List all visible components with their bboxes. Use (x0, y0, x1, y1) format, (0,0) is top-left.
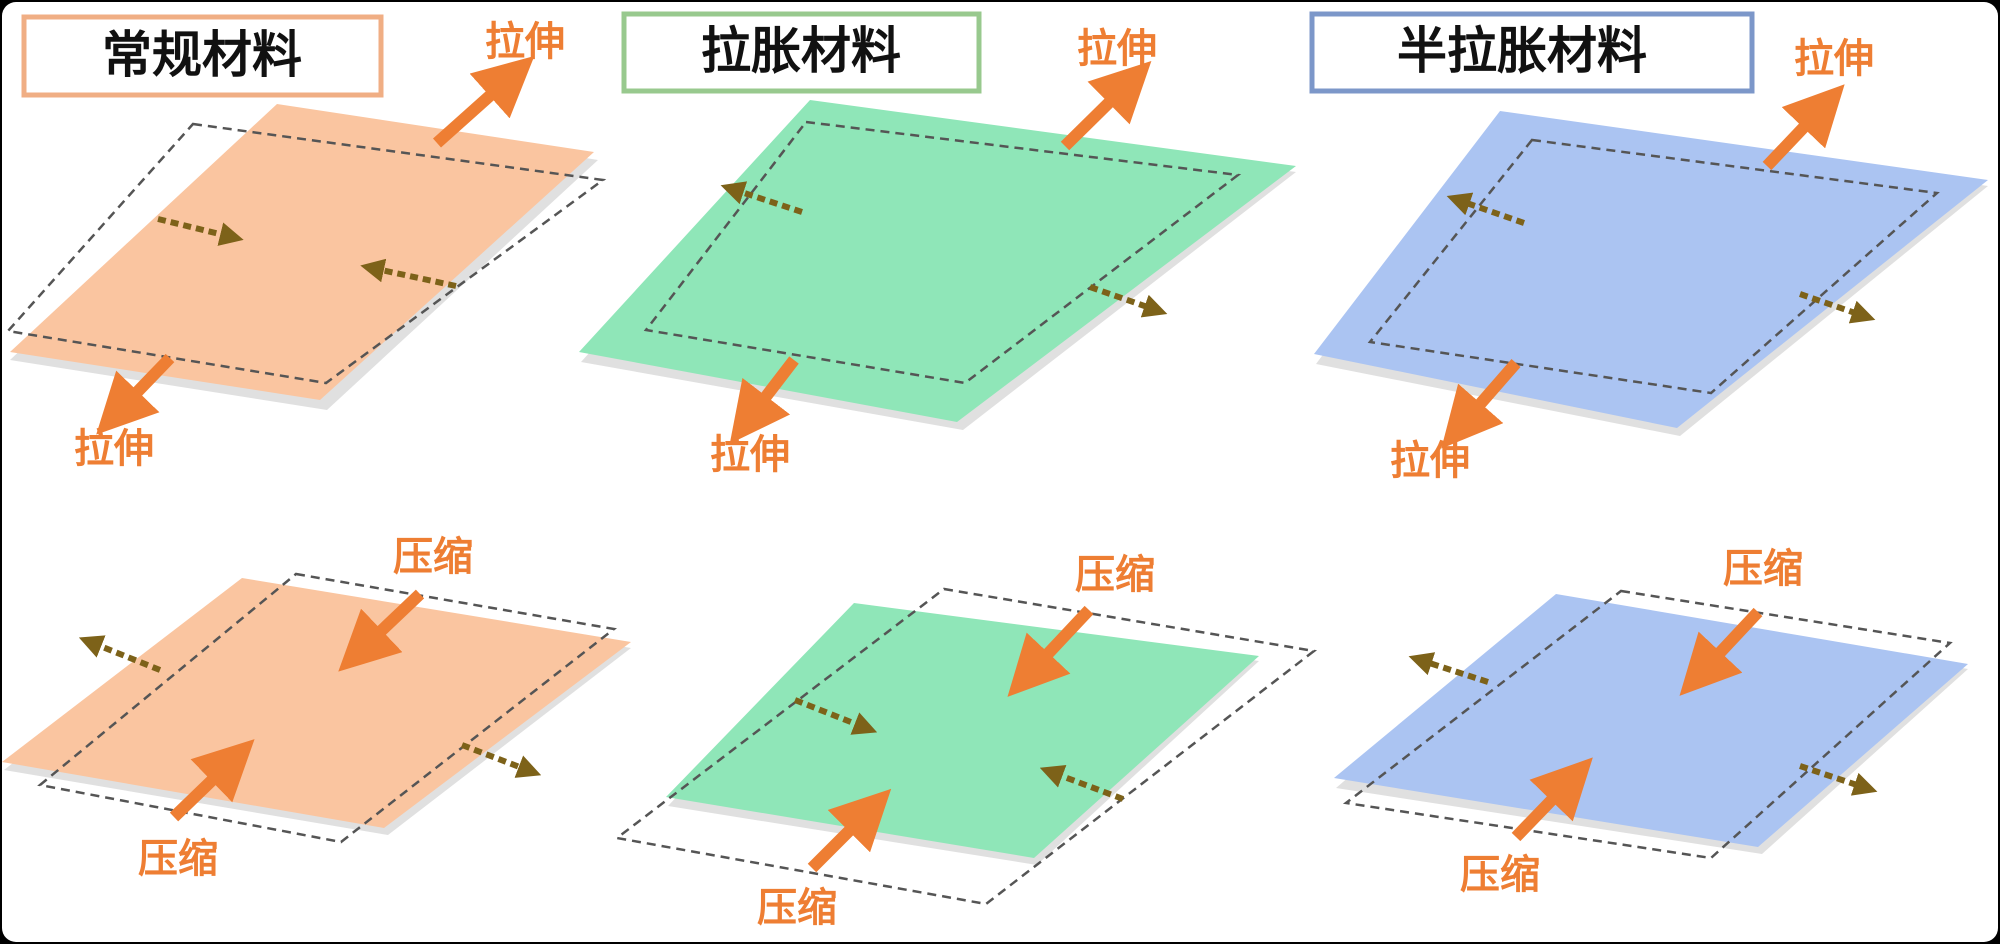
title-box-semi-auxetic: 半拉胀材料 (1309, 11, 1755, 94)
stretch-arrow-up (433, 56, 535, 148)
label-compress-top: 压缩 (1075, 552, 1155, 598)
label-compress-top: 压缩 (1723, 546, 1803, 592)
stretch-arrow-down (96, 353, 175, 435)
auxetic-stretch-group: 拉伸 拉伸 (579, 26, 1296, 478)
conventional-compress-sheet (2, 578, 631, 828)
original-outline (643, 120, 1242, 385)
conventional-stretch-sheet (10, 104, 594, 400)
expansion-arrow-right (1089, 284, 1168, 318)
label-stretch-bottom: 拉伸 (710, 432, 790, 478)
title-box-auxetic-border (621, 11, 982, 94)
compress-arrow-top (1007, 605, 1094, 697)
label-stretch-bottom: 拉伸 (1390, 438, 1470, 484)
compress-arrow-top (1679, 607, 1763, 696)
original-outline (37, 572, 617, 844)
conventional-stretch-group: 拉伸 拉伸 (5, 19, 607, 472)
title-box-conventional: 常规材料 (21, 14, 384, 98)
auxetic-stretch-sheet (579, 100, 1296, 422)
auxetic-compress-group: 压缩 压缩 (613, 552, 1318, 931)
label-compress-top: 压缩 (393, 534, 473, 580)
compress-arrow-bottom (807, 788, 892, 873)
label-stretch-top: 拉伸 (485, 19, 565, 65)
compress-arrow-bottom (1511, 757, 1593, 842)
semi-auxetic-compress-group: 压缩 压缩 (1334, 546, 1968, 898)
label-stretch-top: 拉伸 (1794, 36, 1874, 82)
compress-arrow-top (338, 589, 425, 672)
label-compress-bottom: 压缩 (138, 836, 218, 882)
expansion-arrow-left (1446, 192, 1525, 226)
title-box-conventional-border (21, 14, 384, 98)
original-outline (1367, 138, 1940, 395)
label-stretch-top: 拉伸 (1077, 26, 1157, 72)
label-stretch-bottom: 拉伸 (74, 426, 154, 472)
expansion-arrow-right (1799, 763, 1878, 796)
stretch-arrow-down (729, 356, 799, 444)
semi-auxetic-stretch-sheet (1314, 111, 1988, 428)
compress-arrow-bottom (169, 739, 255, 822)
title-semi-auxetic-material: 半拉胀材料 (1397, 22, 1647, 80)
original-outline (5, 122, 607, 385)
semi-auxetic-compress-sheet (1334, 594, 1968, 847)
expansion-arrow-left (1408, 652, 1489, 685)
conventional-compress-group: 压缩 压缩 (2, 534, 631, 882)
label-compress-bottom: 压缩 (757, 885, 837, 931)
semi-auxetic-stretch-group: 拉伸 拉伸 (1314, 36, 1988, 484)
label-compress-bottom: 压缩 (1460, 852, 1540, 898)
stretch-arrow-up (1762, 84, 1845, 171)
title-box-semi-auxetic-border (1309, 11, 1755, 94)
contraction-arrow-right (360, 258, 457, 289)
stretch-arrow-up (1060, 60, 1152, 151)
auxetic-compress-sheet (666, 603, 1259, 858)
title-auxetic-material: 拉胀材料 (701, 22, 901, 80)
stretch-arrow-down (1441, 359, 1521, 449)
expansion-arrow-right (1799, 291, 1876, 324)
title-box-auxetic: 拉胀材料 (621, 11, 982, 94)
title-conventional-material: 常规材料 (102, 26, 302, 84)
